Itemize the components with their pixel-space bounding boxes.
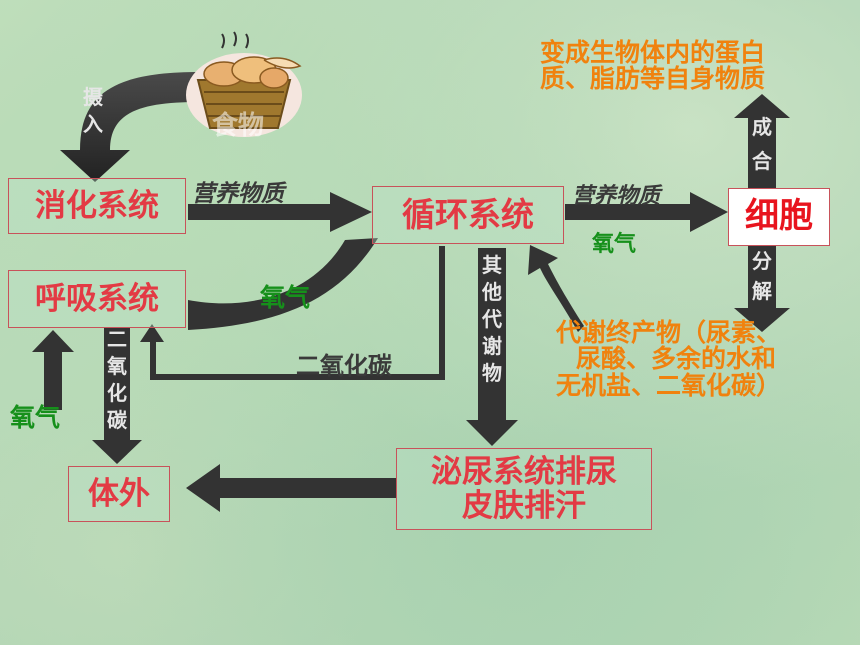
oxygen-label-respiratory: 氧气 [260, 283, 311, 312]
decompose-arrow [734, 246, 790, 332]
circulatory-system-box: 循环系统 [372, 186, 564, 244]
metabolic-line-3: 无机盐、二氧化碳） [556, 370, 782, 400]
metabolic-products-text: 代谢终产物（尿素、 尿酸、多余的水和 无机盐、二氧化碳） [556, 318, 782, 400]
ingest-arrow [60, 72, 200, 182]
ingest-label: 摄入 [83, 85, 103, 136]
nutrients-arrow-right [565, 192, 728, 232]
food-label: 食物 [212, 111, 265, 141]
co2-label: 二氧化碳 [296, 352, 392, 380]
digestive-system-box: 消化系统 [8, 178, 186, 234]
other-metabolites-label: 其他代谢物 [482, 253, 502, 385]
nutrients-label-right: 营养物质 [572, 184, 661, 209]
combine-arrow [734, 94, 790, 188]
respiratory-system-box: 呼吸系统 [8, 270, 186, 328]
metabolic-line-2: 尿酸、多余的水和 [576, 344, 777, 374]
synthesis-text: 变成生物体内的蛋白 质、脂肪等自身物质 [540, 38, 766, 94]
excretion-arrow [186, 464, 396, 512]
decompose-label: 分解 [752, 249, 772, 303]
combine-label: 成合 [752, 115, 772, 173]
oxygen-inhale-arrow [32, 330, 74, 410]
excretion-box: 泌尿系统排尿 皮肤排汗 [396, 448, 652, 530]
excretion-line-2: 皮肤排汗 [462, 488, 586, 524]
co2-exhale-arrow [92, 328, 142, 464]
cell-box: 细胞 [728, 188, 830, 246]
metabolic-return-arrow [528, 245, 584, 332]
co2-vertical-label: 二氧化碳 [107, 327, 127, 432]
body-outside-box: 体外 [68, 466, 170, 522]
other-metabolites-arrow [466, 248, 518, 446]
bread-basket-icon [186, 31, 302, 137]
metabolic-line-1: 代谢终产物（尿素、 [556, 318, 782, 347]
excretion-line-1: 泌尿系统排尿 [431, 453, 617, 490]
oxygen-label-cell: 氧气 [592, 232, 637, 257]
synthesis-line-1: 变成生物体内的蛋白 [540, 38, 766, 67]
oxygen-to-respiratory-arrow [188, 238, 378, 330]
synthesis-line-2: 质、脂肪等自身物质 [540, 64, 766, 94]
oxygen-label-inhale: 氧气 [10, 403, 61, 432]
nutrients-label-left: 营养物质 [192, 181, 284, 207]
nutrients-arrow-left [188, 192, 372, 232]
